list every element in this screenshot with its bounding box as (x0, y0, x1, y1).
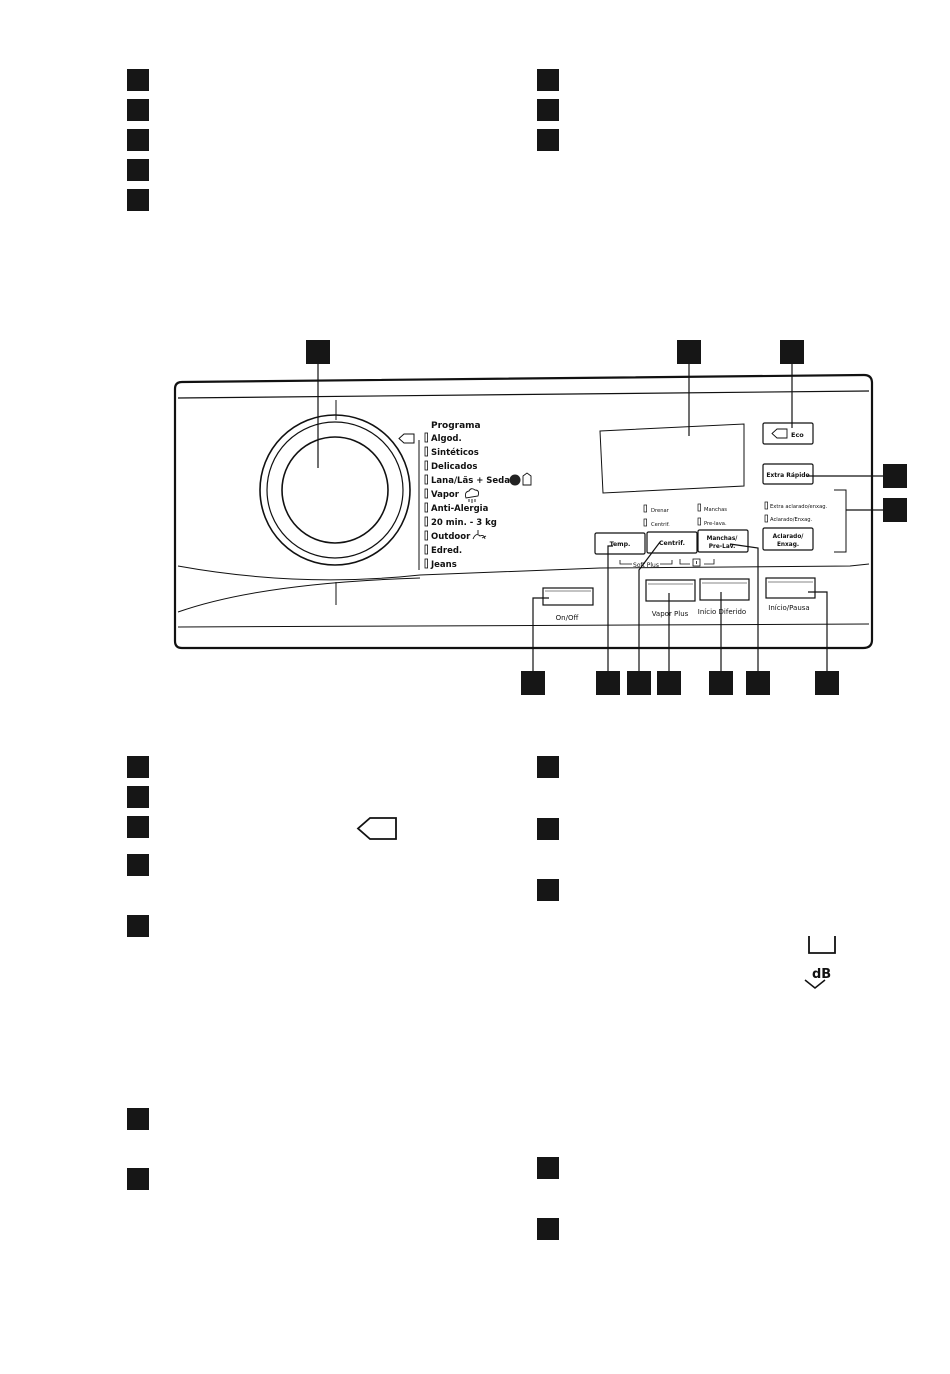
svg-text:Pre-Lav.: Pre-Lav. (709, 544, 736, 550)
legend-marker (537, 129, 559, 151)
legend-marker (537, 756, 559, 778)
panel-outline (173, 373, 874, 650)
temp-button[interactable]: Temp. (594, 532, 646, 555)
chevron-down-icon (804, 979, 826, 989)
legend-marker (127, 129, 149, 151)
svg-text:Extra aclarado/enxag.: Extra aclarado/enxag. (770, 504, 828, 510)
legend-marker (127, 1108, 149, 1130)
svg-text:Início Diferido: Início Diferido (698, 608, 746, 616)
svg-text:Início/Pausa: Início/Pausa (768, 604, 809, 612)
program-item: 20 min. - 3 kg (431, 518, 497, 528)
aclarado-button[interactable]: Aclarado/ Enxag. (762, 527, 814, 551)
legend-marker (537, 69, 559, 91)
spin-indicators: Drenar Centrif. (643, 504, 670, 528)
program-item: Anti-Alergia (431, 504, 489, 514)
program-item: Sintéticos (431, 447, 479, 458)
svg-text:Enxag.: Enxag. (777, 542, 799, 548)
rinse-indicators: Extra aclarado/enxag. Aclarado/Enxag. (764, 501, 828, 523)
inicio-pausa-button[interactable]: Início/Pausa (765, 577, 816, 612)
stain-indicators: Manchas Pre-lava. (697, 503, 727, 527)
svg-text:On/Off: On/Off (556, 614, 579, 622)
on-off-button[interactable]: On/Off (542, 587, 594, 622)
soft-plus-label: Soft Plus (633, 562, 659, 569)
callout-markers (306, 340, 907, 695)
manchas-button[interactable]: Manchas/ Pre-Lav. (697, 529, 749, 553)
eco-tag-icon (398, 433, 415, 444)
program-selector-knob[interactable] (259, 414, 411, 566)
svg-text:Pre-lava.: Pre-lava. (704, 521, 727, 527)
legend-marker (537, 818, 559, 840)
legend-marker (537, 99, 559, 121)
program-item: Vapor (431, 490, 460, 500)
eco-button[interactable]: Eco (762, 422, 814, 445)
legend-marker (537, 1157, 559, 1179)
legend-marker (127, 99, 149, 121)
svg-text:Centrif.: Centrif. (651, 522, 670, 528)
legend-marker (127, 756, 149, 778)
svg-text:Aclarado/: Aclarado/ (773, 534, 805, 540)
program-item: Lana/Lãs + Seda (431, 476, 510, 486)
svg-text:Vapor Plus: Vapor Plus (652, 610, 689, 618)
vapor-plus-button[interactable]: Vapor Plus (645, 579, 696, 618)
wool-silk-icon (509, 472, 532, 486)
legend-marker (127, 1168, 149, 1190)
legend-marker (127, 816, 149, 838)
legend-marker (127, 69, 149, 91)
legend-marker (127, 786, 149, 808)
svg-text:Extra Rápido: Extra Rápido (766, 472, 809, 479)
legend-marker (537, 879, 559, 901)
svg-text:Manchas: Manchas (704, 507, 727, 513)
centrif-button[interactable]: Centrif. (646, 531, 698, 554)
svg-text:Aclarado/Enxag.: Aclarado/Enxag. (770, 517, 813, 523)
program-item: Jeans (430, 560, 457, 570)
program-item: Delicados (431, 462, 477, 472)
program-header: Programa (431, 421, 481, 431)
svg-text:Centrif.: Centrif. (659, 540, 685, 547)
svg-text:Manchas/: Manchas/ (707, 536, 739, 542)
program-item: Edred. (431, 546, 462, 556)
steam-icon (464, 488, 480, 503)
tray-icon (808, 936, 836, 954)
outdoor-icon (472, 530, 487, 540)
leader-lines (317, 364, 883, 671)
eco-tag-icon (356, 817, 397, 840)
legend-marker (127, 854, 149, 876)
svg-text:Drenar: Drenar (651, 508, 670, 514)
legend-marker (127, 915, 149, 937)
display-screen (599, 423, 745, 494)
db-label: dB (812, 967, 831, 982)
legend-marker (537, 1218, 559, 1240)
legend-marker (127, 189, 149, 211)
extra-rapido-button[interactable]: Extra Rápido (762, 463, 814, 485)
svg-text:Eco: Eco (791, 431, 804, 439)
program-list: Algod. Sintéticos Delicados Lana/Lãs + S… (424, 432, 510, 570)
program-item: Outdoor (431, 532, 471, 542)
svg-text:Temp.: Temp. (610, 541, 631, 548)
program-item: Algod. (431, 434, 462, 444)
legend-marker (127, 159, 149, 181)
inicio-diferido-button[interactable]: Início Diferido (698, 578, 750, 616)
lock-icon (692, 558, 701, 567)
